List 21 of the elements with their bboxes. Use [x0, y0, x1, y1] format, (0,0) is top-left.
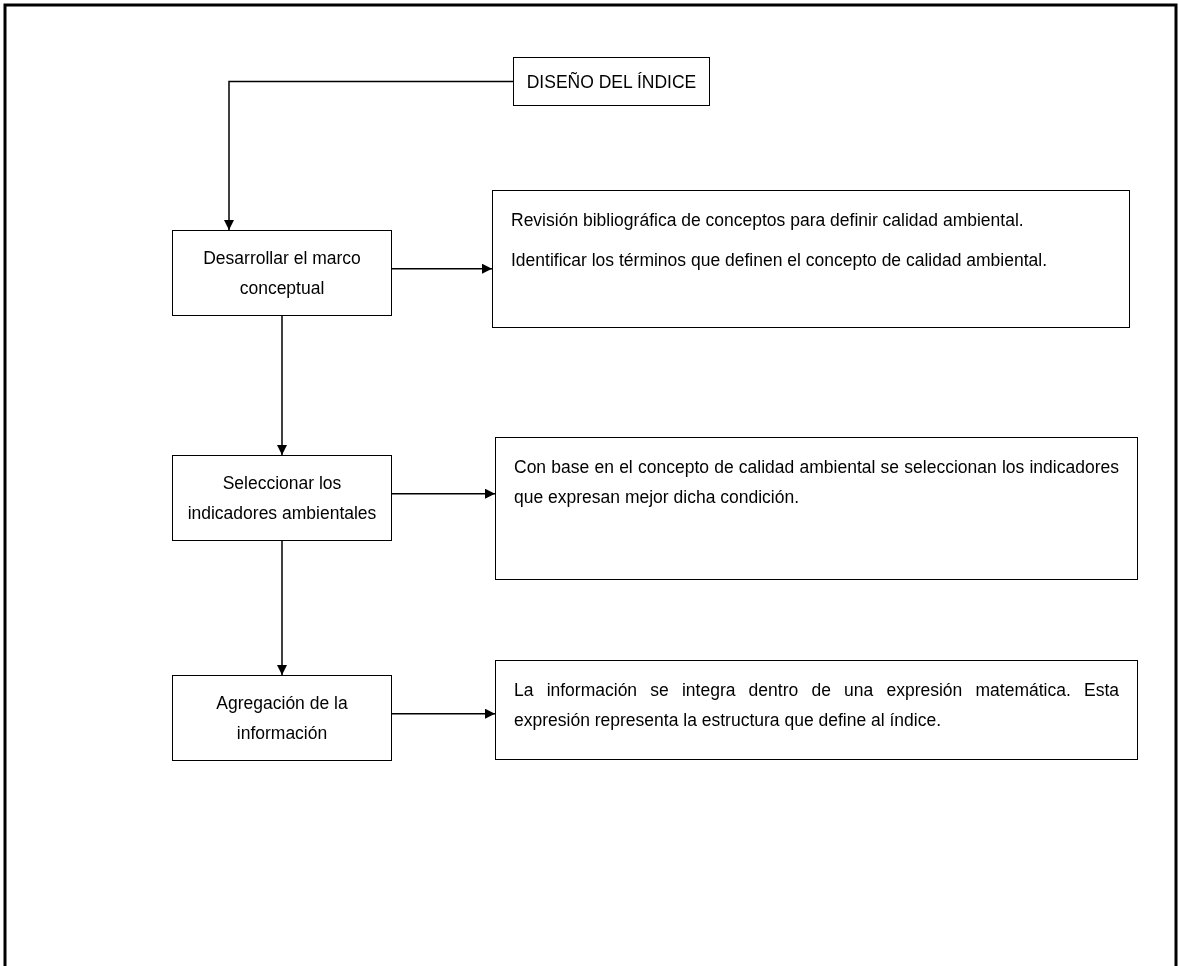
box-text: Agregación de la información	[215, 692, 349, 745]
box-text: Identificar los términos que definen el concepto de calidad ambiental.	[511, 249, 1049, 272]
process-box	[513, 57, 710, 106]
box-text: Revisión bibliográfica de conceptos para definir calidad ambiental.	[511, 209, 1025, 232]
box-text: La información se integra dentro de una expresión matemática. Esta expresión representa la estructura que define al índice.	[514, 679, 1119, 732]
process-box	[172, 230, 392, 316]
box-text: DISEÑO DEL ÍNDICE	[526, 70, 697, 94]
arrow	[277, 540, 287, 676]
description-box	[495, 660, 1138, 760]
process-box	[172, 455, 392, 541]
box-text: Seleccionar los indicadores ambientales	[186, 472, 378, 525]
process-box	[172, 675, 392, 761]
arrow	[391, 488, 496, 499]
arrow	[391, 708, 496, 719]
box-text: Con base en el concepto de calidad ambiental se seleccionan los indicadores que expresan mejor dicha condición.	[514, 456, 1119, 509]
arrow	[224, 80, 514, 231]
arrow	[391, 263, 493, 274]
description-box	[495, 437, 1138, 580]
description-box	[492, 190, 1130, 328]
box-text: Desarrollar el marco conceptual	[202, 247, 362, 300]
arrow	[277, 315, 287, 456]
